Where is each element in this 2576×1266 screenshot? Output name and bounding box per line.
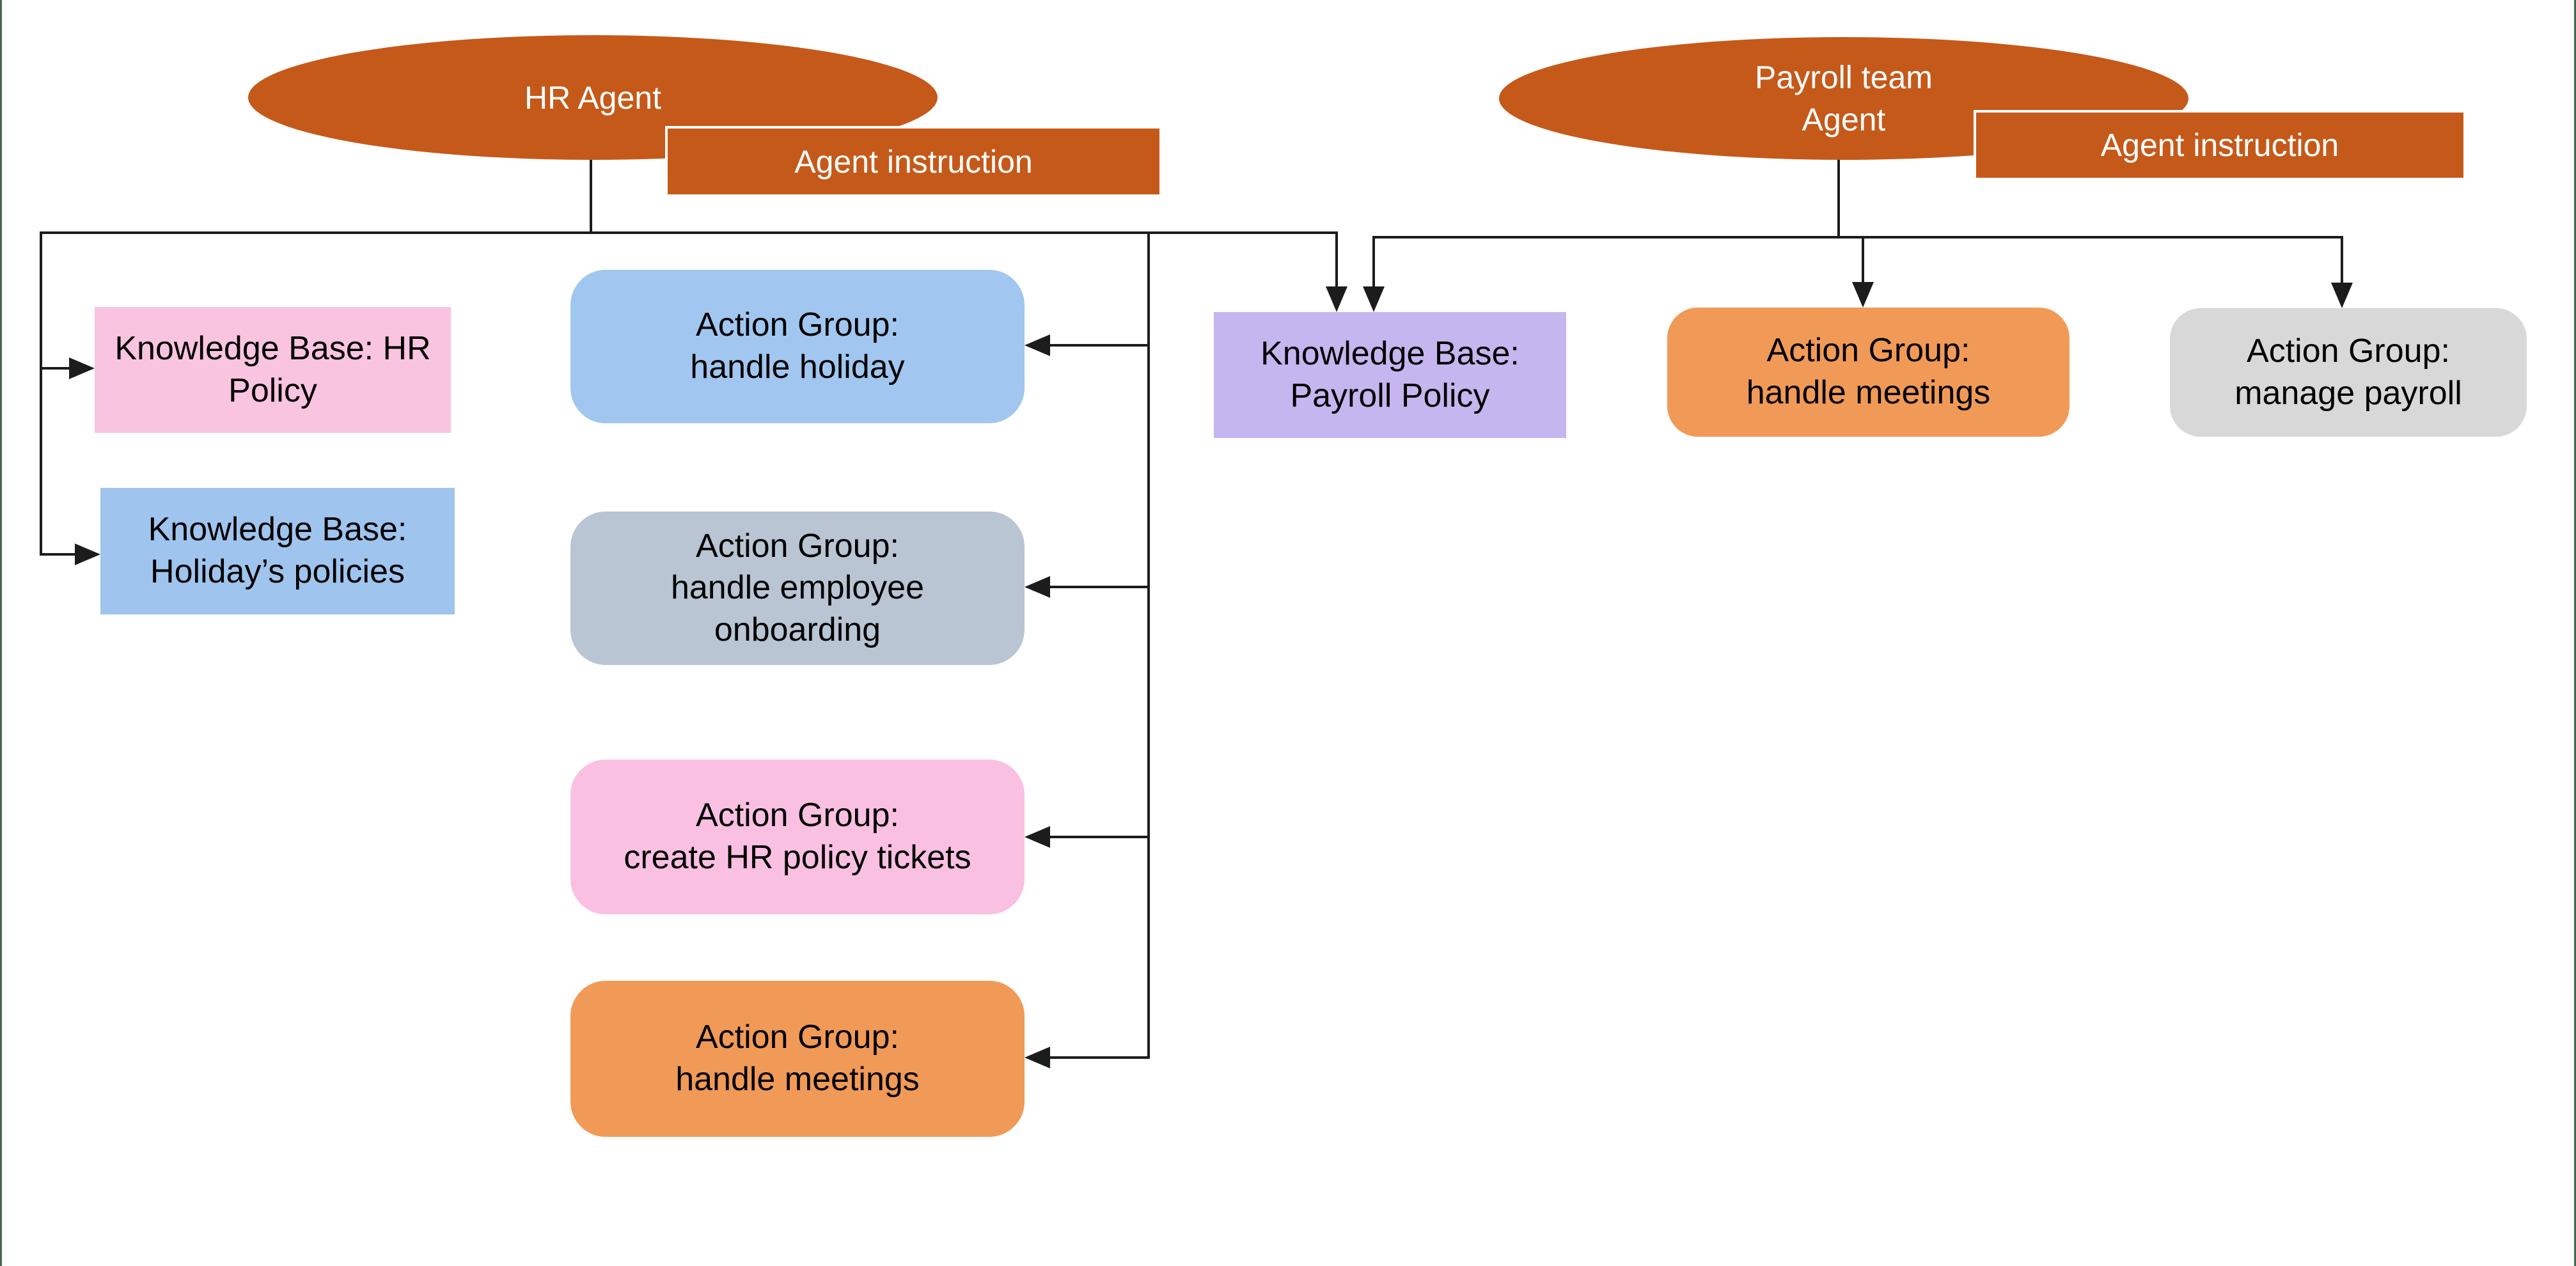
node-kb-hr-policy: Knowledge Base: HR Policy [95,307,451,433]
frame-border-right [2574,0,2576,1266]
connector-left-rail [40,231,42,556]
node-ag-handle-meetings-left-line1: Action Group: [696,1019,899,1056]
node-kb-holidays-line2: Holiday’s policies [150,553,405,590]
arrowhead-payroll-to-kb-payroll-icon [1363,286,1385,312]
connector-ag-employee-onboarding [1049,586,1150,588]
connector-kb-holidays [40,553,76,556]
node-ag-manage-payroll-line1: Action Group: [2247,332,2450,370]
arrowhead-kb-hr-policy-icon [69,357,95,379]
hr-agent-label: HR Agent [524,79,661,116]
node-ag-handle-meetings-right-line1: Action Group: [1766,332,1970,370]
node-kb-holidays: Knowledge Base: Holiday’s policies [100,488,455,614]
connector-ag-handle-holiday [1049,344,1150,347]
connector-hr-to-kb-payroll [1335,233,1338,288]
node-ag-employee-onboarding-line3: onboarding [714,611,881,648]
node-ag-handle-holiday: Action Group: handle holiday [570,270,1025,423]
payroll-agent-instruction-label: Agent instruction [2100,127,2339,163]
node-ag-employee-onboarding: Action Group: handle employee onboarding [570,512,1025,665]
arrowhead-ag-handle-meetings-left-icon [1025,1047,1050,1068]
node-ag-employee-onboarding-line2: handle employee [670,569,925,607]
node-ag-handle-meetings-left: Action Group: handle meetings [570,981,1025,1137]
arrowhead-ag-employee-onboarding-icon [1025,576,1050,598]
connector-ag-handle-meetings-left [1049,1056,1150,1059]
node-ag-create-tickets-line2: create HR policy tickets [624,839,971,876]
hr-agent-instruction-label: Agent instruction [794,143,1033,180]
connector-payroll-agent-drop [1837,153,1840,237]
node-kb-payroll-line2: Payroll Policy [1290,377,1490,414]
node-kb-payroll: Knowledge Base: Payroll Policy [1214,312,1566,438]
connector-kb-hr-policy [40,367,70,370]
node-ag-handle-meetings-right: Action Group: handle meetings [1667,308,2069,437]
node-ag-handle-meetings-right-line2: handle meetings [1746,374,1991,411]
arrowhead-ag-handle-holiday-icon [1025,334,1050,356]
hr-agent-instruction-box: Agent instruction [665,126,1162,197]
connector-ag-handle-meetings-right [1862,236,1864,283]
arrowhead-kb-holidays-icon [75,543,100,565]
arrowhead-hr-to-kb-payroll-icon [1326,286,1347,312]
node-kb-holidays-line1: Knowledge Base: [148,511,407,549]
connector-hr-agent-drop [590,153,592,233]
payroll-agent-label-line2: Agent [1802,102,1886,137]
connector-ag-manage-payroll [2341,236,2343,284]
node-ag-employee-onboarding-line1: Action Group: [696,527,899,565]
connector-payroll-to-kb-payroll [1372,236,1375,288]
node-ag-create-tickets: Action Group: create HR policy tickets [570,760,1025,914]
arrowhead-ag-handle-meetings-right-icon [1852,282,1874,308]
connector-hr-trunk [40,231,1338,234]
node-ag-manage-payroll-line2: manage payroll [2234,374,2462,412]
node-ag-create-tickets-line1: Action Group: [696,797,899,834]
arrowhead-ag-create-tickets-icon [1025,826,1050,848]
node-ag-handle-holiday-line2: handle holiday [690,348,905,386]
node-ag-handle-meetings-left-line2: handle meetings [675,1061,920,1098]
node-kb-hr-policy-line1: Knowledge Base: HR [114,329,431,367]
arrowhead-ag-manage-payroll-icon [2331,283,2353,308]
payroll-agent-instruction-box: Agent instruction [1974,110,2466,180]
connector-ag-create-tickets [1049,836,1150,838]
payroll-agent-label-line1: Payroll team [1755,59,1933,95]
frame-border-left [0,0,2,1266]
node-kb-hr-policy-line2: Policy [228,371,317,409]
node-kb-payroll-line1: Knowledge Base: [1261,334,1520,372]
node-ag-handle-holiday-line1: Action Group: [696,306,899,344]
connector-payroll-trunk [1372,236,2343,238]
node-ag-manage-payroll: Action Group: manage payroll [2170,308,2527,437]
connector-center-rail [1147,231,1150,1059]
